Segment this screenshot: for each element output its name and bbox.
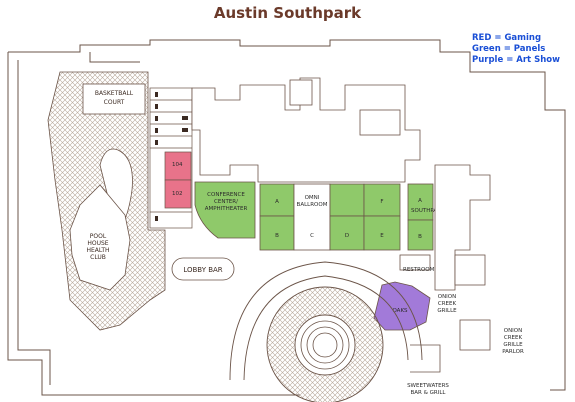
main-building-upper	[191, 77, 421, 183]
conference-center-amphitheater	[194, 181, 256, 239]
omni-label-2: BALLROOM	[297, 202, 328, 208]
parlor-label-3: GRILLE	[503, 342, 523, 348]
omni-label-1: OMNI	[305, 195, 320, 201]
southpark-rooms	[407, 183, 434, 251]
conference-label-3: AMPHITHEATER	[205, 206, 248, 212]
oaks-label: OAKS	[392, 308, 408, 314]
sweetwaters-label-1: SWEETWATERS	[407, 383, 449, 389]
room-102	[164, 179, 192, 209]
room-104-label: 104	[172, 162, 183, 168]
lobby-bar	[171, 257, 235, 281]
sweetwaters-bar-grill: SWEETWATERS BAR & GRILL	[407, 344, 449, 396]
onion-creek-grille: ONION CREEK GRILLE	[437, 294, 457, 314]
onion-label-1: ONION	[438, 294, 457, 300]
right-wing	[399, 164, 491, 351]
pool-label-3: HEALTH	[86, 247, 109, 254]
stair-markers	[155, 92, 188, 221]
basketball-court	[82, 83, 146, 115]
ballroom-d-label: D	[345, 233, 349, 239]
pool-house-health-club	[69, 184, 131, 291]
ballroom-b-label: B	[275, 233, 279, 239]
ballroom-a-label: A	[275, 199, 279, 205]
onion-label-2: CREEK	[438, 301, 457, 307]
onion-creek-grille-parlor: ONION CREEK GRILLE PARLOR	[502, 328, 524, 355]
pool-label-4: CLUB	[90, 254, 106, 261]
parlor-label-4: PARLOR	[502, 349, 524, 355]
pool-label-2: HOUSE	[87, 240, 108, 247]
basketball-label-2: COURT	[104, 99, 125, 106]
room-104	[164, 151, 192, 181]
pool-label-1: POOL	[90, 233, 107, 240]
site-boundary	[7, 39, 566, 396]
southpark-b-label: B	[418, 234, 422, 240]
legend: RED = Gaming Green = Panels Purple = Art…	[472, 33, 560, 66]
oaks-room	[373, 281, 431, 331]
legend-panels: Green = Panels	[472, 44, 546, 54]
southpark-label: SOUTHPARK	[411, 208, 445, 214]
legend-art-show: Purple = Art Show	[472, 55, 560, 65]
parlor-label-1: ONION	[504, 328, 523, 334]
sweetwaters-label-2: BAR & GRILL	[411, 390, 447, 396]
conference-label-1: CONFERENCE	[207, 192, 245, 198]
circular-driveway	[229, 261, 423, 402]
restroom-label: RESTROOM	[403, 267, 435, 273]
room-102-label: 102	[172, 191, 183, 197]
southpark-a-label: A	[418, 198, 422, 204]
parlor-label-2: CREEK	[504, 335, 523, 341]
omni-ballroom	[259, 183, 401, 251]
conference-label-2: CENTER/	[214, 199, 238, 205]
ballroom-c-label: C	[310, 233, 314, 239]
ballroom-e-label: E	[380, 233, 384, 239]
onion-label-3: GRILLE	[437, 308, 457, 314]
legend-gaming: RED = Gaming	[472, 33, 542, 43]
ballroom-f-label: F	[380, 199, 383, 205]
map-title: Austin Southpark	[213, 4, 362, 22]
lobby-bar-label: LOBBY BAR	[183, 266, 222, 274]
basketball-label-1: BASKETBALL	[95, 90, 134, 97]
